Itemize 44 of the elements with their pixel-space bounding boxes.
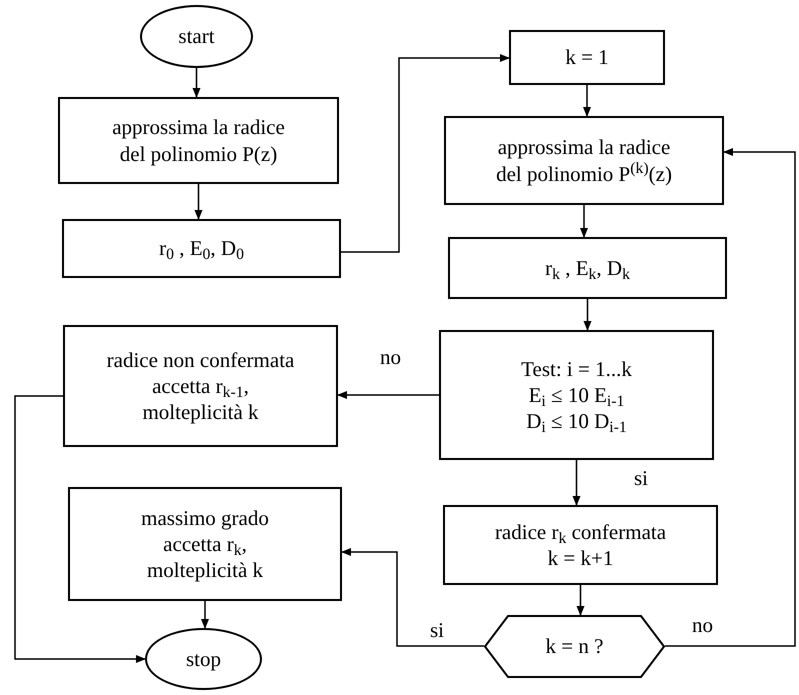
node-text: accetta r$_{k}$, xyxy=(163,530,247,558)
node-text: start xyxy=(178,23,215,50)
arrow xyxy=(201,601,209,629)
process-box xyxy=(63,325,338,447)
arrow xyxy=(580,205,588,238)
node-text: stop xyxy=(186,646,221,672)
node-text: del polinomio P$^{(k)}$(z) xyxy=(496,160,672,187)
node-text: massimo grado xyxy=(141,504,269,531)
node-text: approssima la radice xyxy=(112,114,285,140)
node-text: E$_{i}$ ≤ 10 E$_{i-1}$ xyxy=(528,382,624,408)
node-text: D$_{i}$ ≤ 10 D$_{i-1}$ xyxy=(526,408,627,434)
arrow xyxy=(14,395,146,663)
process-box xyxy=(62,219,341,278)
node-text: radice r$_{k}$ confermata xyxy=(494,518,666,545)
arrow xyxy=(337,391,439,399)
arrow xyxy=(583,85,591,117)
node-text: approssima la radice xyxy=(498,134,670,160)
node-text: r$_{k}$ , E$_{k}$, D$_{k}$ xyxy=(545,254,630,282)
arrow xyxy=(584,299,592,331)
node-text: del polinomio P(z) xyxy=(120,140,278,167)
node-text: molteplicità k xyxy=(146,557,264,584)
node-text: Test: i = 1...k xyxy=(521,356,632,382)
node-text: k = k+1 xyxy=(548,545,614,572)
node-text: k = 1 xyxy=(565,44,609,71)
process-box xyxy=(68,487,342,601)
process-box xyxy=(509,30,665,85)
node-text: accetta r$_{k-1}$, xyxy=(152,372,249,400)
arrow xyxy=(572,460,580,506)
arrow xyxy=(665,148,796,647)
arrow xyxy=(192,68,200,98)
node-text: radice non confermata xyxy=(106,346,294,373)
process-box xyxy=(443,505,718,585)
process-box xyxy=(58,97,339,184)
decision-hexagon xyxy=(484,615,665,678)
process-box xyxy=(448,237,727,299)
arrow xyxy=(576,585,584,616)
node-text: molteplicità k xyxy=(142,399,259,426)
arrow xyxy=(194,184,202,220)
arrow xyxy=(341,548,484,647)
process-box xyxy=(444,116,724,205)
process-box xyxy=(439,330,714,460)
arrow xyxy=(341,54,510,253)
node-text: r$_{0}$ , E$_{0}$, D$_{0}$ xyxy=(159,235,244,262)
node-text: k = n ? xyxy=(546,633,604,660)
